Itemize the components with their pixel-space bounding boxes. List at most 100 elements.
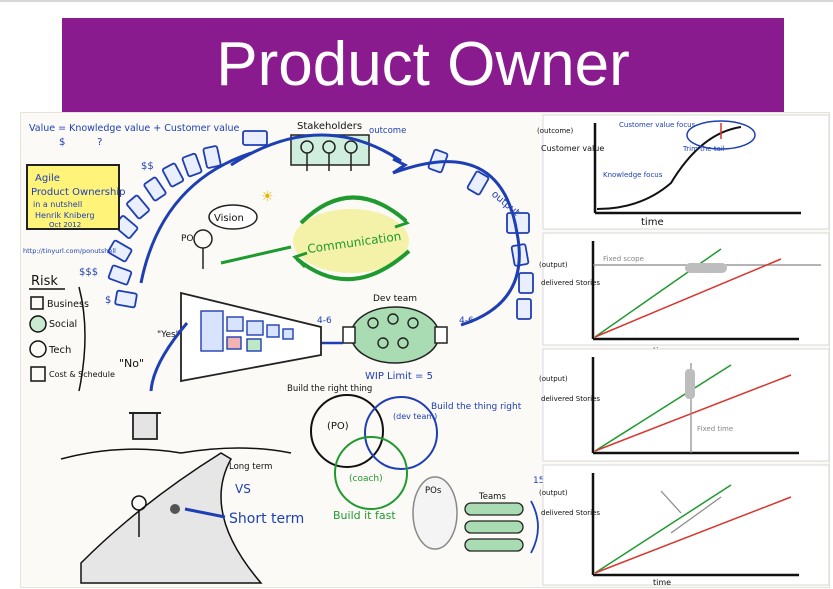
money-label-1: $$ <box>141 161 154 172</box>
graph-1: (outcome) Customer value Customer value … <box>537 114 830 230</box>
long-term-label: Long term <box>229 462 272 472</box>
graph-1-curve <box>596 126 742 210</box>
money-label-3: $ <box>105 295 111 306</box>
dev-team-group <box>350 306 440 364</box>
venn-po-label: (PO) <box>327 421 349 432</box>
value-loop-arrow <box>230 133 521 327</box>
risk-item-social: Social <box>49 319 77 330</box>
risk-item-business: Business <box>47 299 89 310</box>
loop-arrow-head <box>392 157 408 175</box>
graph-4-ylabel: (output) <box>539 489 568 497</box>
venn-dev-circle <box>364 396 438 470</box>
vision-label: Vision <box>214 213 244 224</box>
vs-label: VS <box>235 482 251 496</box>
book-date: Oct 2012 <box>49 221 81 229</box>
venn-po-circle <box>310 394 384 468</box>
money-label-2: $$$ <box>79 267 98 278</box>
no-label: "No" <box>119 357 144 370</box>
dev-team-pipe-left <box>342 326 356 344</box>
stakeholders-label: Stakeholders <box>297 121 362 132</box>
graph-3-frame <box>542 348 830 462</box>
slide-title: Product Owner <box>216 30 630 99</box>
sketchnote-image: Value = Knowledge value + Customer value… <box>20 112 830 588</box>
traveler-head <box>131 495 147 511</box>
graph-2-ylabel: (output) <box>539 261 568 269</box>
social-risk-icon <box>29 315 47 333</box>
pos-group <box>412 476 458 550</box>
short-term-spot <box>170 504 180 514</box>
dev-team-pipe-right <box>434 326 448 344</box>
trash-can-icon <box>132 412 158 440</box>
graph-3-annotation-1: Fixed time <box>697 425 733 433</box>
graph-2: (output) delivered Stories Fixed scope t… <box>539 232 830 355</box>
risk-title: Risk <box>31 274 58 289</box>
short-term-label: Short term <box>229 511 304 527</box>
graph-2-ylabel-2: delivered Stories <box>541 279 600 287</box>
graph-1-annotation-2: Knowledge focus <box>603 171 663 179</box>
po-head <box>193 229 213 249</box>
reject-arrow <box>149 322 189 392</box>
top-divider <box>0 0 833 2</box>
venn-coach-label: (coach) <box>349 474 383 484</box>
backlog-cards-top <box>107 130 268 309</box>
velocity-label-left: 4-6 <box>317 316 332 326</box>
book-title-2: Product Ownership <box>31 187 125 198</box>
book-cover <box>26 164 120 230</box>
value-formula: Value = Knowledge value + Customer value <box>29 123 240 134</box>
graph-1-annotation-3: Trim the tail <box>682 145 725 153</box>
graph-2-annotation-1: Fixed scope <box>603 255 644 263</box>
sketchnote-drawing: Value = Knowledge value + Customer value… <box>23 114 830 587</box>
build-thing-right-label: Build the thing right <box>431 402 522 412</box>
business-risk-icon <box>30 296 44 310</box>
po-label: PO <box>181 234 194 244</box>
graph-4-frame <box>542 464 830 586</box>
graph-3-ylabel-2: delivered Stories <box>541 395 600 403</box>
value-formula-marks: $ ? <box>59 137 102 148</box>
communication-blob <box>293 209 409 273</box>
book-url: http://tinyurl.com/ponutshell <box>23 247 116 255</box>
funnel-cards <box>200 310 294 352</box>
po-to-communication <box>220 245 292 265</box>
stakeholder-figures <box>300 140 358 171</box>
communication-arrow-head <box>292 211 410 269</box>
graph-1-frame <box>542 114 830 230</box>
graph-4-xlabel: time <box>653 578 671 587</box>
velocity-label-right: 4-6 <box>459 316 474 326</box>
risk-item-tech: Tech <box>48 345 71 356</box>
outcome-label: outcome <box>369 126 406 136</box>
vision-bubble <box>208 204 258 230</box>
book-subtitle: in a nutshell <box>33 200 82 209</box>
dev-team-label: Dev team <box>373 294 417 304</box>
build-fast-label: Build it fast <box>333 509 396 522</box>
graph-1-xlabel: time <box>641 217 664 228</box>
team-pills <box>464 502 524 552</box>
graph-4-ylabel-2: delivered Stories <box>541 509 600 517</box>
road-shape <box>80 452 263 584</box>
horizon-line <box>60 447 292 460</box>
tech-risk-icon <box>29 340 47 358</box>
venn-coach-circle <box>334 436 408 510</box>
graph-1-annotation-1: Customer value focus <box>619 121 696 129</box>
risk-bracket <box>78 286 86 392</box>
team-bracket <box>530 500 539 554</box>
title-banner: Product Owner <box>62 18 784 112</box>
venn-dev-label: (dev team) <box>393 412 437 421</box>
dev-team-figures <box>367 313 419 349</box>
idea-bulb-icon: ☀ <box>261 189 274 205</box>
graph-3-ylabel: (output) <box>539 375 568 383</box>
graph-3: (output) delivered Stories Fixed time ti… <box>539 348 830 473</box>
graph-1-ylabel: (outcome) <box>537 127 573 135</box>
wip-limit-label: WIP Limit = 5 <box>365 371 433 382</box>
loop-left-arrow <box>139 151 252 284</box>
communication-cycle <box>295 195 411 281</box>
graph-4: (output) delivered Stories time <box>539 464 830 587</box>
pos-label: POs <box>425 486 442 496</box>
build-right-thing-label: Build the right thing <box>287 384 372 394</box>
book-author: Henrik Kniberg <box>35 211 94 220</box>
book-title-1: Agile <box>35 173 60 184</box>
graph-2-frame <box>542 232 830 346</box>
schedule-risk-icon <box>30 366 46 382</box>
graph-1-ylabel-2: Customer value <box>541 144 604 153</box>
teams-label: Teams <box>478 492 506 502</box>
short-term-arrow <box>184 507 226 519</box>
